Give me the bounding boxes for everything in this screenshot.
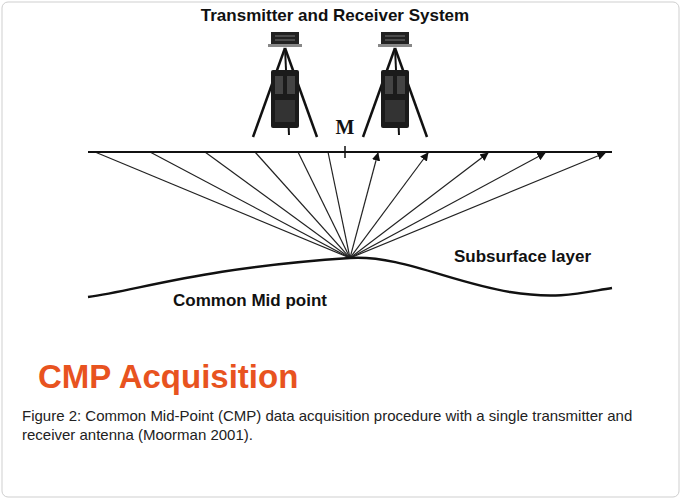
system-label: Transmitter and Receiver System: [199, 6, 471, 26]
incident-rays: [95, 152, 350, 258]
reflected-rays: [350, 153, 605, 258]
layer-label: Subsurface layer: [452, 247, 593, 267]
figure-title: CMP Acquisition: [38, 358, 298, 396]
cmp-point-label: Common Mid point: [171, 291, 329, 311]
receiver-antenna: [363, 32, 427, 137]
transmitter-antenna: [253, 32, 317, 137]
ground-surface: [88, 151, 612, 153]
figure-caption: Figure 2: Common Mid-Point (CMP) data ac…: [22, 406, 662, 444]
midpoint-tick: [344, 146, 346, 158]
midpoint-label: M: [336, 116, 355, 139]
